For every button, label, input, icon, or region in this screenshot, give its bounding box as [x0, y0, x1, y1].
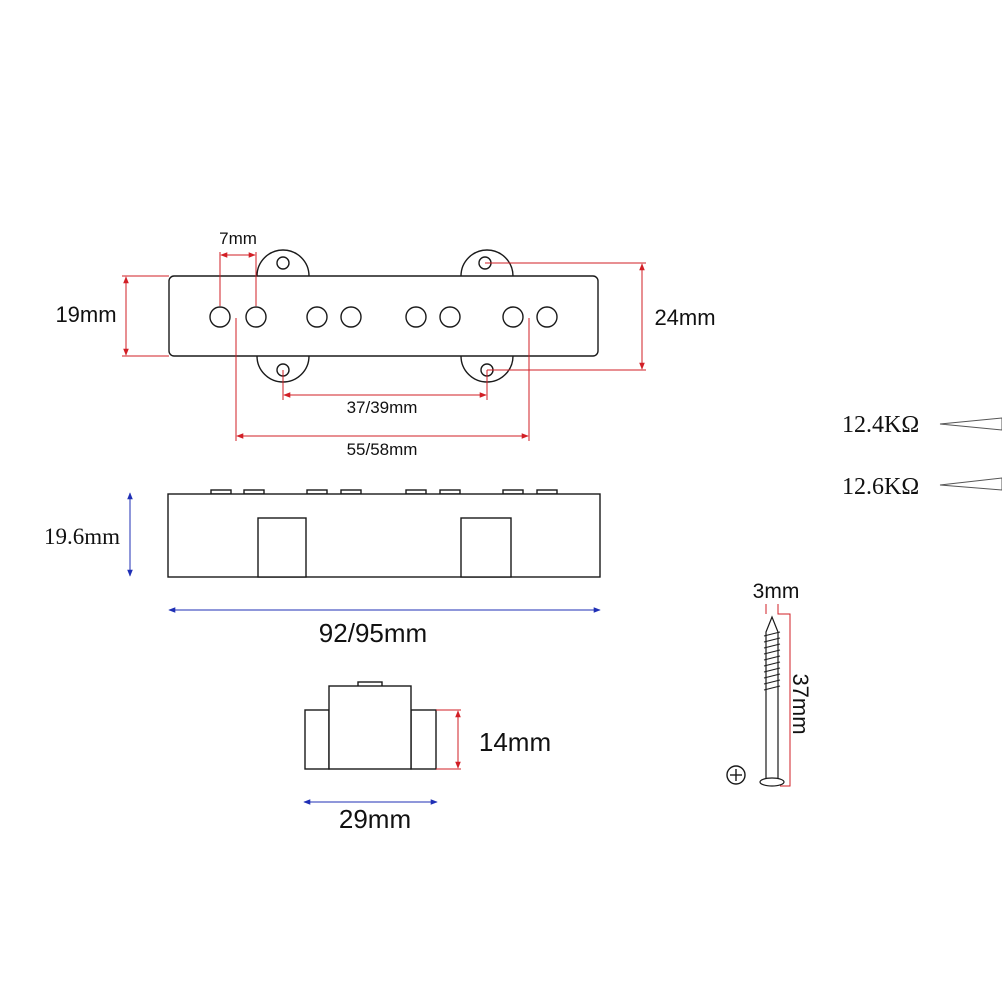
pole-piece: [405, 306, 427, 328]
resistance-neck-label: 12.4KΩ: [842, 412, 919, 438]
top-view-dimensions: [122, 252, 646, 441]
pickup-body-top: [168, 275, 599, 357]
screw-diameter-label: 3mm: [753, 580, 800, 603]
screw-dimensions: [765, 604, 791, 787]
pickup-top-view: [168, 249, 599, 383]
side-mount-left: [304, 709, 330, 770]
mounting-ear-bottom-left: [256, 355, 310, 383]
screw-threads: [763, 631, 781, 691]
body-length-label: 92/95mm: [319, 618, 427, 648]
screw-length-label: 37mm: [788, 673, 813, 734]
pole-piece: [536, 306, 558, 328]
pickup-side-view: [304, 681, 437, 770]
resistance-readings: 12.4KΩ 12.6KΩ: [842, 412, 1002, 500]
body-width-label: 19mm: [55, 302, 116, 327]
pole-piece: [245, 306, 267, 328]
front-view-dimensions: [127, 492, 601, 613]
outer-mount-spacing-label: 55/58mm: [347, 440, 418, 459]
mount-width-label: 24mm: [654, 305, 715, 330]
side-mount-right: [410, 709, 437, 770]
side-view-dimensions: [303, 709, 461, 805]
pole-piece: [340, 306, 362, 328]
pickup-body-front: [167, 493, 601, 578]
body-height-label: 19.6mm: [44, 524, 120, 549]
mounting-screw: [759, 615, 785, 787]
mount-leg-left: [257, 517, 307, 578]
mounting-ear-top-left: [256, 249, 310, 277]
side-height-label: 14mm: [479, 727, 551, 757]
side-width-label: 29mm: [339, 804, 411, 834]
mount-leg-right: [460, 517, 512, 578]
pole-piece: [306, 306, 328, 328]
pole-spacing-label: 7mm: [219, 229, 257, 248]
phillips-head-icon: [726, 765, 746, 785]
screw-head: [759, 777, 785, 787]
pole-pieces: [209, 306, 558, 328]
pole-piece: [439, 306, 461, 328]
pickup-front-view: [167, 489, 601, 578]
pole-piece: [209, 306, 231, 328]
inner-mount-spacing-label: 37/39mm: [347, 398, 418, 417]
side-body: [328, 685, 412, 770]
resistance-bridge-label: 12.6KΩ: [842, 474, 919, 500]
pole-piece: [502, 306, 524, 328]
